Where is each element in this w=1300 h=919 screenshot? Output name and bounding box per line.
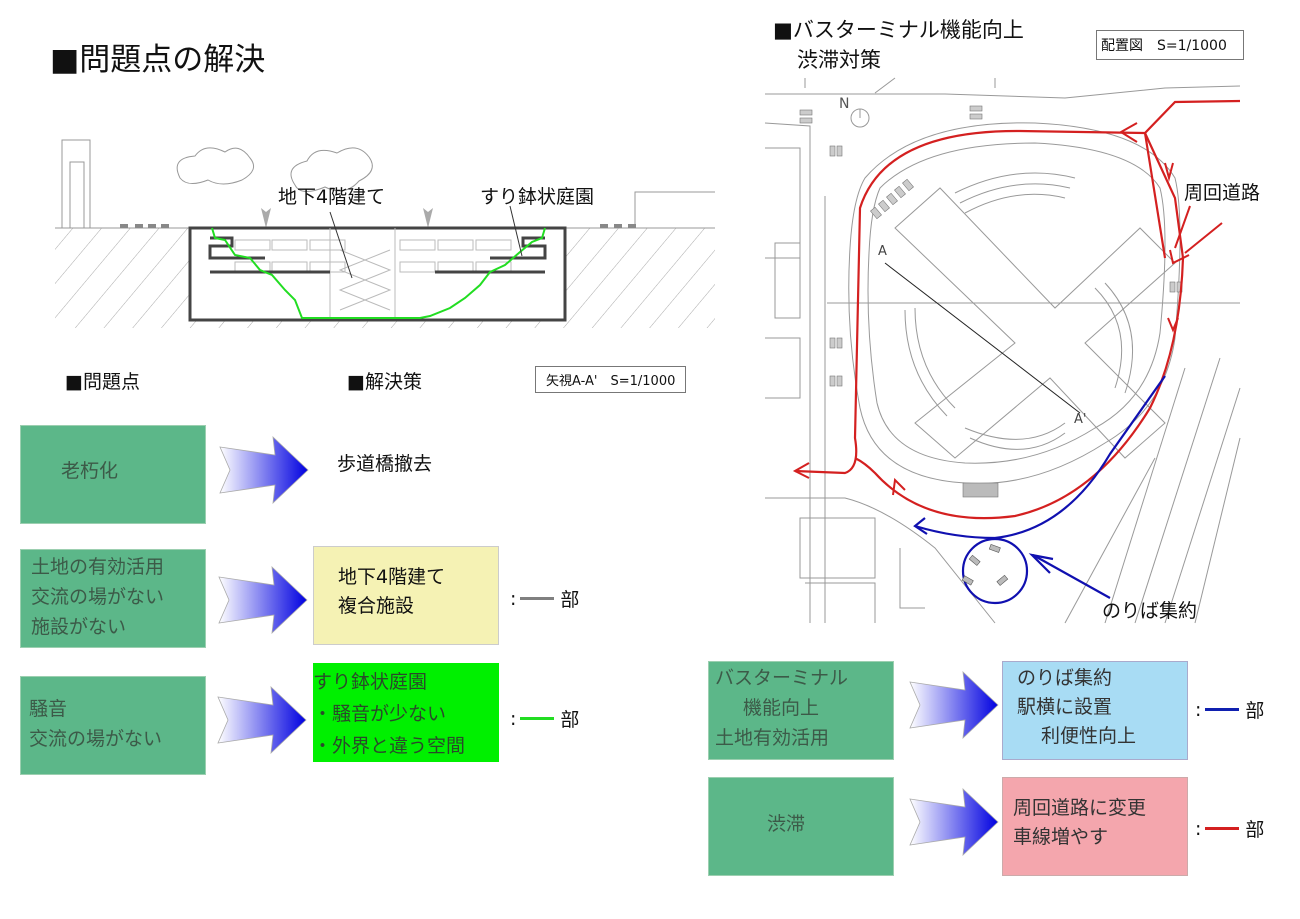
legend-suffix: 部 <box>560 709 580 731</box>
problem-text: 老朽化 <box>61 460 119 482</box>
solution-box: 周回道路に変更 車線増やす <box>1002 777 1188 876</box>
section-drawing <box>55 139 715 328</box>
ring-road-arrowheads <box>792 122 1191 496</box>
garden-line-right <box>419 227 546 319</box>
solution-text: 利便性向上 <box>1041 725 1137 747</box>
solution-text: 地下4階建て <box>338 566 446 588</box>
problem-text: 施設がない <box>31 616 127 638</box>
problem-box: 渋滞 <box>708 777 894 876</box>
arrow-icon <box>219 435 309 505</box>
solution-text: 車線増やす <box>1013 826 1109 848</box>
solution-box: 地下4階建て 複合施設 <box>313 546 499 645</box>
solution-text: のりば集約 <box>1017 667 1113 689</box>
section-mark-a: A <box>878 244 887 259</box>
garden-line-left <box>211 227 420 319</box>
legend-suffix: 部 <box>1245 819 1265 841</box>
problem-text: 土地有効活用 <box>715 727 830 749</box>
arrow-icon <box>909 787 999 857</box>
legend-sep: : <box>1195 698 1202 721</box>
problem-text: 騒音 <box>29 698 68 720</box>
problem-box: 騒音 交流の場がない <box>20 676 206 775</box>
solution-text: 駅横に設置 <box>1017 696 1113 718</box>
legend-red-line: : 部 <box>1195 815 1264 842</box>
legend-line-blue <box>1205 708 1240 711</box>
solution-text: 複合施設 <box>338 595 415 617</box>
legend-gray-line: : 部 <box>510 585 579 612</box>
problem-text: 交流の場がない <box>29 728 163 750</box>
solution-box: すり鉢状庭園 ・騒音が少ない ・外界と違う空間 <box>313 663 499 762</box>
tree <box>423 208 433 228</box>
problem-box: 老朽化 <box>20 425 206 524</box>
north-label: N <box>839 96 850 112</box>
problem-text: 渋滞 <box>767 813 806 835</box>
cloud <box>290 147 373 192</box>
label-ring-road: 周回道路 <box>1184 182 1261 204</box>
arrow-icon <box>909 670 999 740</box>
legend-line-gray <box>520 597 555 600</box>
label-mortar-garden: すり鉢状庭園 <box>480 186 595 208</box>
legend-suffix: 部 <box>560 589 580 611</box>
legend-sep: : <box>510 587 517 610</box>
bus-bays <box>870 178 914 220</box>
arrow-icon <box>217 685 307 755</box>
legend-line-red <box>1205 827 1240 830</box>
problem-text: バスターミナル <box>715 667 849 689</box>
solution-box: のりば集約 駅横に設置 利便性向上 <box>1002 661 1188 760</box>
label-underground-4-floors: 地下4階建て <box>278 186 386 208</box>
solution-text: 歩道橋撤去 <box>337 453 433 475</box>
pit-outline <box>188 226 567 322</box>
label-boarding-consolidation: のりば集約 <box>1102 600 1198 622</box>
solution-text: 周回道路に変更 <box>1013 797 1147 819</box>
page-title: ■問題点の解決 <box>50 42 266 78</box>
solutions-heading: ■解決策 <box>347 371 422 393</box>
problem-box: バスターミナル 機能向上 土地有効活用 <box>708 661 894 760</box>
site-plan-scale: 配置図 S=1/1000 <box>1096 30 1244 60</box>
tree <box>261 208 271 228</box>
congestion-subtitle: 渋滞対策 <box>797 48 881 72</box>
legend-sep: : <box>1195 817 1202 840</box>
legend-green-line: : 部 <box>510 705 579 732</box>
problem-box: 土地の有効活用 交流の場がない 施設がない <box>20 549 206 648</box>
section-scale-label: 矢視A-A' S=1/1000 <box>535 366 687 393</box>
section-line-a <box>884 262 1081 414</box>
terminal-island <box>848 122 1181 484</box>
site-plan-map <box>764 77 1241 624</box>
tower-building <box>61 139 91 229</box>
legend-line-green <box>520 717 555 720</box>
solution-text: ・外界と違う空間 <box>313 735 466 757</box>
bus-terminal-title: ■バスターミナル機能向上 <box>773 18 1024 42</box>
ring-road-route <box>794 99 1241 520</box>
problems-heading: ■問題点 <box>65 371 140 393</box>
legend-sep: : <box>510 707 517 730</box>
arrow-icon <box>218 565 308 635</box>
boarding-route <box>913 375 1166 605</box>
cloud <box>176 147 255 185</box>
problem-text: 機能向上 <box>743 697 820 719</box>
solution-text: ・騒音が少ない <box>313 703 447 725</box>
legend-blue-line: : 部 <box>1195 696 1264 723</box>
problem-text: 土地の有効活用 <box>31 556 165 578</box>
cross-structure <box>894 187 1176 459</box>
section-mark-a-prime: A' <box>1074 412 1087 427</box>
solution-text: すり鉢状庭園 <box>313 671 428 693</box>
problem-text: 交流の場がない <box>31 586 165 608</box>
legend-suffix: 部 <box>1245 700 1265 722</box>
